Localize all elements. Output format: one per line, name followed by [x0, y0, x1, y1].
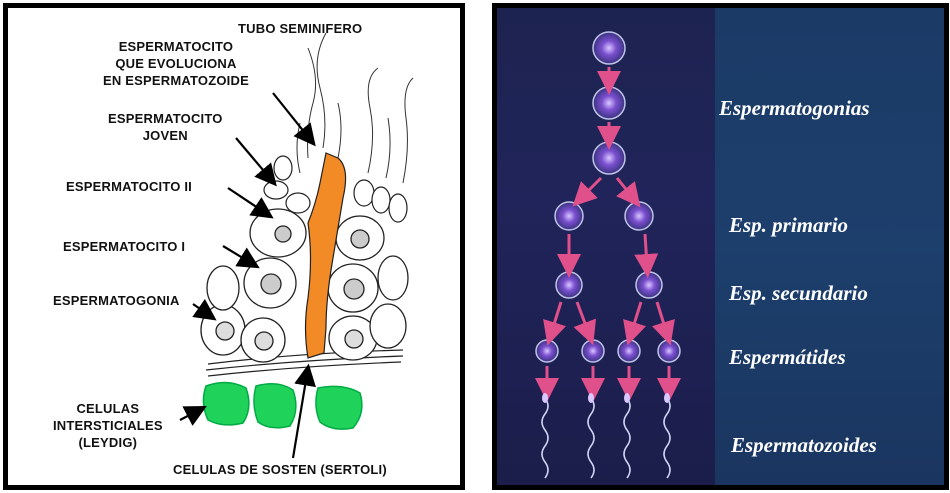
label-tubo-seminifero: TUBO SEMINIFERO	[238, 20, 362, 37]
stage-label-espermatozoides: Espermatozoides	[731, 433, 877, 458]
cell-lineage-illustration	[497, 8, 717, 485]
sperm-tails	[297, 33, 413, 183]
label-espermatogonia: ESPERMATOGONIA	[53, 292, 180, 309]
label-celulas-leydig: CELULAS INTERSTICIALES (LEYDIG)	[53, 400, 163, 451]
stage-label-esp-primario: Esp. primario	[729, 213, 848, 238]
stage-label-espermatides: Espermátides	[729, 345, 846, 370]
stage-label-esp-secundario: Esp. secundario	[729, 281, 868, 306]
basement-membrane	[206, 350, 403, 376]
spermatozoa	[542, 398, 670, 478]
stage-label-column	[715, 8, 949, 485]
leydig-cells	[203, 382, 361, 429]
spermatocyte-i-cells	[207, 209, 408, 312]
sperm-heads	[542, 393, 670, 403]
seminiferous-tubule-diagram: TUBO SEMINIFERO ESPERMATOCITO QUE EVOLUC…	[3, 3, 465, 490]
label-celulas-sertoli: CELULAS DE SOSTEN (SERTOLI)	[173, 461, 387, 478]
spermatogonia-cells	[201, 304, 406, 362]
label-espermatocito-i: ESPERMATOCITO I	[63, 238, 185, 255]
label-espermatocito-evoluciona: ESPERMATOCITO QUE EVOLUCIONA EN ESPERMAT…	[103, 38, 249, 89]
stage-label-espermatogonias: Espermatogonias	[719, 96, 870, 121]
label-espermatocito-joven: ESPERMATOCITO JOVEN	[108, 110, 223, 144]
spermatogenesis-sequence: Espermatogonias Esp. primario Esp. secun…	[492, 3, 949, 490]
label-espermatocito-ii: ESPERMATOCITO II	[66, 178, 192, 195]
